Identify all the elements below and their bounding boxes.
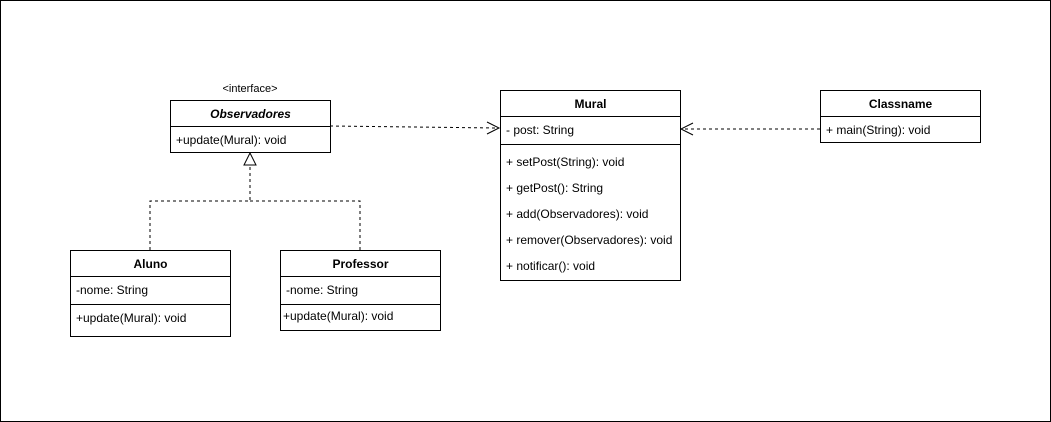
dependency-classname-mural: [679, 122, 820, 136]
realization-professor-observadores: [250, 200, 361, 250]
class-name-aluno: Aluno: [71, 251, 230, 277]
realization-aluno-observadores: [149, 165, 251, 250]
class-name-professor: Professor: [281, 251, 440, 277]
method-professor-update: +update(Mural): void: [283, 309, 394, 323]
class-classname[interactable]: Classname + main(String): void: [820, 90, 981, 143]
methods-aluno: +update(Mural): void: [71, 305, 230, 331]
method-observadores-update: +update(Mural): void: [176, 133, 287, 147]
method-mural-notificar: + notificar(): void: [506, 259, 596, 273]
class-name-mural: Mural: [501, 91, 680, 117]
class-aluno[interactable]: Aluno -nome: String +update(Mural): void: [70, 250, 231, 337]
class-observadores[interactable]: Observadores +update(Mural): void: [170, 100, 331, 153]
field-mural-post: - post: String: [506, 123, 575, 137]
method-classname-main: + main(String): void: [826, 123, 931, 137]
fields-mural: - post: String: [501, 117, 680, 145]
methods-observadores: +update(Mural): void: [171, 127, 330, 153]
field-professor-nome: -nome: String: [286, 283, 359, 297]
methods-professor: +update(Mural): void: [281, 305, 440, 327]
realization-arrowhead: [243, 151, 257, 166]
method-mural-setpost: + setPost(String): void: [506, 155, 625, 169]
method-mural-getpost: + getPost(): String: [506, 181, 604, 195]
method-mural-add: + add(Observadores): void: [506, 207, 649, 221]
class-mural[interactable]: Mural - post: String + setPost(String): …: [500, 90, 681, 281]
method-aluno-update: +update(Mural): void: [76, 311, 187, 325]
methods-mural: + setPost(String): void + getPost(): Str…: [501, 145, 680, 281]
method-mural-remover: + remover(Observadores): void: [506, 233, 673, 247]
field-aluno-nome: -nome: String: [76, 283, 149, 297]
fields-professor: -nome: String: [281, 277, 440, 305]
class-name-observadores: Observadores: [171, 101, 330, 127]
methods-classname: + main(String): void: [821, 117, 980, 143]
dependency-observadores-mural: [329, 121, 501, 135]
class-name-classname: Classname: [821, 91, 980, 117]
class-professor[interactable]: Professor -nome: String +update(Mural): …: [280, 250, 441, 331]
fields-aluno: -nome: String: [71, 277, 230, 305]
interface-stereotype: <interface>: [222, 83, 278, 95]
